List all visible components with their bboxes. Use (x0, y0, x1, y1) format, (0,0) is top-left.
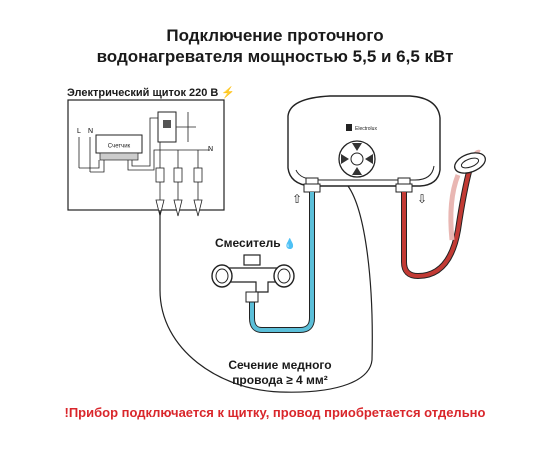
electrical-panel: Счетчик L N N (67, 99, 225, 217)
hot-out-arrow-icon: ⇩ (417, 192, 427, 206)
lightning-bolt-icon: ⚡ (221, 87, 236, 99)
title-line-1: Подключение проточного (166, 26, 384, 45)
panel-label: Электрический щиток 220 В⚡ (67, 86, 235, 99)
cable-section-line-1: Сечение медного (228, 358, 332, 372)
power-cable (159, 210, 373, 393)
water-drop-icon: 💧 (283, 239, 297, 250)
label-L: L (77, 128, 81, 135)
title-line-2: водонагревателя мощностью 5,5 и 6,5 кВт (96, 47, 454, 66)
mixer-faucet (211, 254, 295, 303)
label-N-left: N (88, 128, 93, 135)
label-N-right: N (208, 146, 213, 153)
panel-label-text: Электрический щиток 220 В (67, 87, 219, 99)
mixer-label: Смеситель💧 (215, 236, 296, 250)
water-heater: Electrolux (287, 95, 441, 193)
cold-water-pipe (249, 192, 315, 333)
cold-in-arrow-icon: ⇧ (292, 192, 302, 206)
shower-head-icon (448, 152, 486, 241)
mixer-label-text: Смеситель (215, 236, 281, 250)
brand-label: Electrolux (355, 126, 377, 132)
warning-note: !Прибор подключается к щитку, провод при… (64, 405, 486, 420)
cable-section-line-2: провода ≥ 4 мм² (232, 373, 328, 387)
meter-label: Счетчик (108, 144, 131, 150)
